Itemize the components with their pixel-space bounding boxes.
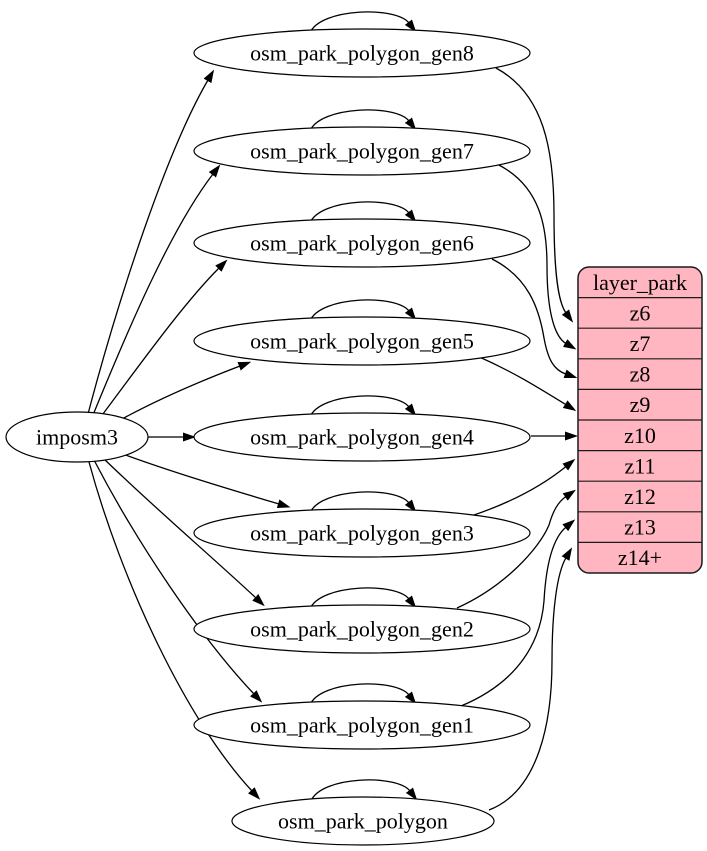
edge-imposm3-to-osm_park_polygon_gen2 bbox=[100, 455, 265, 607]
table-node-osm_park_polygon_gen1: osm_park_polygon_gen1 bbox=[193, 700, 531, 750]
table-node-osm_park_polygon: osm_park_polygon bbox=[231, 796, 495, 846]
table-label: osm_park_polygon bbox=[278, 809, 448, 834]
table-node-osm_park_polygon_gen7: osm_park_polygon_gen7 bbox=[193, 126, 531, 176]
table-ellipse bbox=[193, 700, 531, 750]
edge-osm_park_polygon-to-z14+ bbox=[488, 547, 573, 811]
table-label: osm_park_polygon_gen6 bbox=[250, 231, 474, 256]
edges-layer bbox=[87, 11, 578, 811]
self-loop-edge-osm_park_polygon bbox=[310, 779, 418, 802]
table-node-osm_park_polygon_gen6: osm_park_polygon_gen6 bbox=[193, 218, 531, 268]
self-loop-edge-osm_park_polygon_gen5 bbox=[309, 299, 417, 322]
edge-osm_park_polygon_gen2-to-z12 bbox=[456, 489, 576, 609]
edge-imposm3-to-osm_park_polygon_gen8 bbox=[87, 69, 215, 415]
self-loop-edge-osm_park_polygon_gen2 bbox=[309, 587, 417, 610]
edge-osm_park_polygon_gen1-to-z13 bbox=[460, 519, 576, 707]
nodes-layer: osm_park_polygon_gen8 osm_park_polygon_ge… bbox=[5, 28, 703, 846]
edge-imposm3-to-osm_park_polygon bbox=[88, 461, 261, 800]
edge-osm_park_polygon_gen8-to-z6 bbox=[495, 67, 574, 323]
edge-imposm3-to-osm_park_polygon_gen1 bbox=[93, 459, 263, 703]
self-loop-edge-osm_park_polygon_gen3 bbox=[309, 491, 417, 514]
imposm3-ellipse bbox=[5, 411, 149, 463]
edge-imposm3-to-osm_park_polygon_gen7 bbox=[92, 164, 221, 416]
zoom-row-z8: z8 bbox=[630, 362, 651, 387]
zoom-row-z7: z7 bbox=[630, 331, 651, 356]
zoom-row-z10: z10 bbox=[624, 423, 656, 448]
table-node-osm_park_polygon_gen4: osm_park_polygon_gen4 bbox=[193, 412, 531, 462]
table-ellipse bbox=[193, 316, 531, 366]
table-node-osm_park_polygon_gen2: osm_park_polygon_gen2 bbox=[193, 604, 531, 654]
self-loop-edge-osm_park_polygon_gen6 bbox=[309, 201, 417, 224]
table-label: osm_park_polygon_gen5 bbox=[250, 329, 474, 354]
table-label: osm_park_polygon_gen3 bbox=[250, 521, 474, 546]
table-label: osm_park_polygon_gen4 bbox=[250, 425, 474, 450]
table-node-osm_park_polygon_gen8: osm_park_polygon_gen8 bbox=[193, 28, 531, 78]
edge-osm_park_polygon_gen7-to-z7 bbox=[496, 163, 577, 350]
table-ellipse bbox=[193, 604, 531, 654]
imposm3-node: imposm3 bbox=[5, 411, 149, 463]
table-label: osm_park_polygon_gen8 bbox=[250, 41, 474, 66]
self-loop-edge-osm_park_polygon_gen1 bbox=[309, 683, 417, 706]
table-node-osm_park_polygon_gen3: osm_park_polygon_gen3 bbox=[193, 508, 531, 558]
self-loop-edge-osm_park_polygon_gen4 bbox=[309, 395, 417, 418]
self-loop-edge-osm_park_polygon_gen8 bbox=[309, 11, 417, 34]
zoom-row-z9: z9 bbox=[630, 392, 651, 417]
edge-imposm3-to-osm_park_polygon_gen6 bbox=[99, 259, 228, 419]
edge-osm_park_polygon_gen3-to-z11 bbox=[470, 458, 576, 517]
table-label: osm_park_polygon_gen1 bbox=[250, 713, 474, 738]
table-node-osm_park_polygon_gen5: osm_park_polygon_gen5 bbox=[193, 316, 531, 366]
table-ellipse bbox=[193, 126, 531, 176]
edge-osm_park_polygon_gen5-to-z9 bbox=[476, 355, 577, 411]
table-label: osm_park_polygon_gen2 bbox=[250, 617, 474, 642]
zoom-row-z11: z11 bbox=[625, 453, 656, 478]
layer-park-node: layer_park z6 z7 z8 z9 z10 z11 z12 z13 z14+ bbox=[577, 266, 703, 574]
table-label: osm_park_polygon_gen7 bbox=[250, 139, 474, 164]
zoom-row-z6: z6 bbox=[630, 300, 651, 325]
table-ellipse bbox=[193, 508, 531, 558]
zoom-row-z14+: z14+ bbox=[618, 545, 662, 570]
edge-osm_park_polygon_gen6-to-z8 bbox=[491, 258, 578, 379]
self-loop-edge-osm_park_polygon_gen7 bbox=[309, 109, 417, 132]
table-ellipse bbox=[193, 28, 531, 78]
table-ellipse bbox=[231, 796, 495, 846]
edge-imposm3-to-osm_park_polygon_gen3 bbox=[111, 449, 291, 509]
table-ellipse bbox=[193, 218, 531, 268]
imposm3-label: imposm3 bbox=[36, 425, 118, 450]
table-ellipse bbox=[193, 412, 531, 462]
zoom-row-z12: z12 bbox=[624, 484, 656, 509]
zoom-row-z13: z13 bbox=[624, 515, 656, 540]
layer-park-title: layer_park bbox=[593, 270, 687, 295]
edge-imposm3-to-osm_park_polygon_gen5 bbox=[112, 361, 252, 425]
